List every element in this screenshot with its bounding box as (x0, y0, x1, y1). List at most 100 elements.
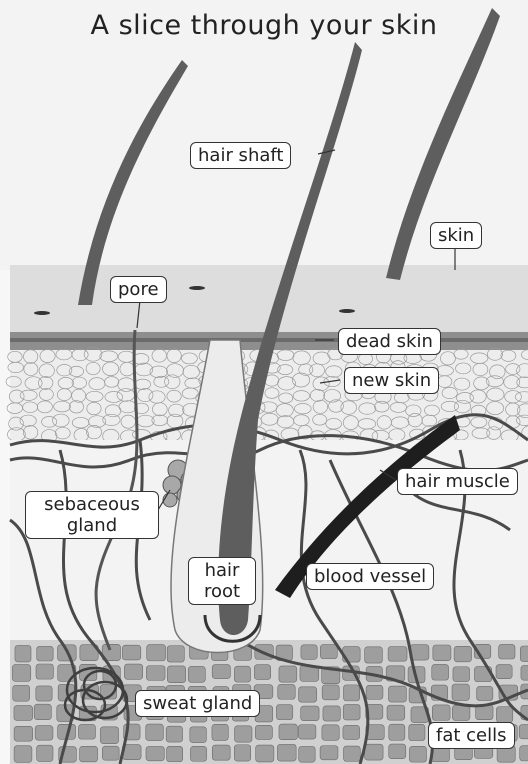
fat-cell (277, 744, 296, 761)
fat-cell (234, 745, 250, 761)
fat-cell (37, 745, 53, 761)
fat-cell (147, 645, 166, 661)
fat-cell (100, 727, 118, 744)
fat-cells-label: fat cells (428, 722, 515, 749)
fat-cell (452, 705, 470, 720)
fat-cell (146, 746, 164, 760)
fat-cell (37, 646, 53, 661)
sebaceous-gland-label-line1: sebaceous (33, 494, 151, 515)
fat-cell (496, 665, 512, 679)
fat-cell (278, 684, 295, 699)
fat-cell (453, 667, 470, 682)
fat-cell (320, 645, 337, 659)
sebaceous-gland-label: sebaceous gland (25, 491, 159, 539)
fat-cell (520, 746, 528, 761)
fat-cell (167, 646, 184, 662)
fat-cell (365, 744, 383, 760)
fat-cell (212, 745, 230, 760)
fat-cell (520, 646, 528, 662)
fat-cell (387, 705, 405, 720)
fat-cell (388, 646, 407, 661)
fat-cell (343, 725, 360, 739)
fat-cell (299, 687, 317, 702)
fat-cell (80, 746, 98, 762)
sweat-gland-label: sweat gland (135, 690, 260, 717)
fat-cell (146, 724, 164, 740)
fat-cell (301, 645, 317, 659)
fat-cell (366, 685, 383, 699)
fat-cell (34, 704, 51, 720)
fat-cell (320, 746, 338, 760)
fat-cell (323, 706, 340, 721)
pore-label: pore (110, 276, 167, 303)
fat-cell (433, 645, 451, 661)
fat-cell (389, 724, 405, 740)
diagram-title: A slice through your skin (0, 10, 528, 41)
fat-cell (477, 686, 493, 700)
fat-cell (166, 726, 182, 742)
fat-cell (15, 645, 31, 662)
fat-cell (343, 704, 360, 720)
fat-cell (235, 726, 252, 742)
fat-cell (188, 666, 205, 682)
fat-cell (124, 664, 142, 679)
fat-cell (389, 744, 406, 759)
fat-cell (102, 746, 119, 760)
fat-cell (519, 725, 528, 739)
sebaceous-gland-label-line2: gland (33, 515, 151, 536)
dead-skin-label: dead skin (338, 328, 441, 355)
fat-cell (12, 665, 30, 682)
fat-cell (13, 685, 30, 701)
hair-shaft-label: hair shaft (190, 142, 291, 169)
fat-cell (14, 706, 33, 721)
hair-root-label-line1: hair (196, 560, 248, 581)
fat-cell (365, 647, 383, 663)
hair-root-label-line2: root (196, 581, 248, 602)
fat-cell (190, 727, 207, 743)
fat-cell (452, 684, 469, 700)
fat-cell (409, 746, 426, 762)
new-skin-label: new skin (344, 367, 439, 394)
fat-cell (36, 686, 52, 701)
fat-cell (14, 726, 33, 741)
fat-cell (496, 707, 512, 723)
fat-cell (279, 724, 297, 740)
fat-cell (255, 725, 272, 739)
blood-vessel-label: blood vessel (306, 563, 434, 590)
fat-cell (212, 665, 230, 679)
fat-cell (276, 704, 292, 719)
fat-cell (322, 685, 339, 700)
fat-cell (122, 645, 140, 660)
fat-cell (409, 724, 425, 740)
fat-cell (301, 706, 319, 721)
skin-label: skin (430, 222, 482, 249)
fat-cell (167, 746, 183, 761)
fat-cell (298, 725, 315, 739)
fat-cell (279, 666, 297, 682)
fat-cell (299, 746, 315, 762)
fat-cell (190, 746, 206, 761)
fat-cell (146, 666, 165, 681)
fat-cell (36, 664, 53, 679)
fat-cell (167, 666, 185, 683)
hair-muscle-label: hair muscle (397, 468, 518, 495)
fat-cell (432, 664, 449, 680)
fat-cell (256, 745, 274, 762)
fat-cell (454, 646, 471, 662)
fat-cell (389, 686, 407, 702)
fat-cell (14, 746, 32, 763)
fat-cell (343, 746, 360, 761)
fat-cell (343, 685, 359, 701)
fat-cell (212, 724, 228, 740)
hair-root-label: hair root (188, 557, 256, 605)
fat-cell (254, 665, 270, 680)
fat-cell (78, 724, 95, 739)
fat-cell (499, 644, 515, 659)
fat-cell (521, 666, 528, 681)
fat-cell (234, 666, 250, 682)
fat-cell (322, 725, 339, 741)
fat-cell (432, 705, 450, 720)
fat-cell (35, 726, 53, 741)
